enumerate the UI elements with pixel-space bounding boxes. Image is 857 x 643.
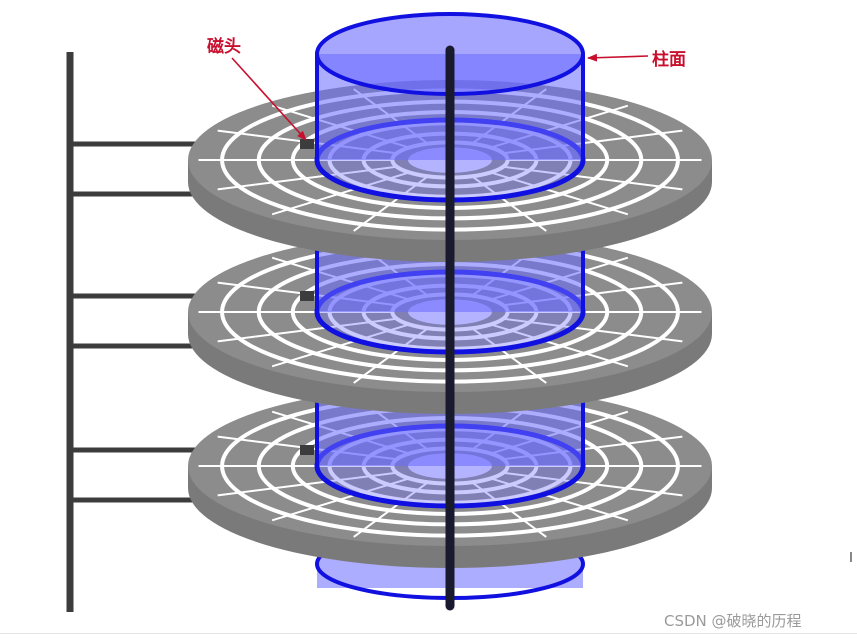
sector-line — [503, 317, 683, 343]
sector-line — [490, 323, 629, 368]
sector-line — [503, 471, 683, 497]
sector-line — [490, 477, 629, 522]
sector-line — [271, 323, 410, 368]
cylinder-label: 柱面 — [652, 50, 686, 70]
sector-line — [471, 175, 547, 232]
sector-line — [490, 171, 629, 216]
read-write-head — [300, 445, 314, 455]
read-write-head — [300, 139, 314, 149]
read-write-head — [300, 291, 314, 301]
sector-line — [353, 481, 429, 538]
sector-line — [271, 171, 410, 216]
sector-line — [353, 175, 429, 232]
sector-line — [217, 471, 397, 497]
edge-mark — [850, 552, 852, 562]
cylinder-arrow — [587, 53, 649, 62]
watermark: CSDN @破晓的历程 — [664, 612, 802, 630]
sector-line — [353, 327, 429, 384]
head-arrow — [231, 57, 307, 141]
sector-line — [471, 327, 547, 384]
divider — [0, 633, 857, 634]
sector-line — [217, 165, 397, 191]
head-label: 磁头 — [207, 37, 241, 57]
sector-line — [471, 481, 547, 538]
sector-line — [271, 477, 410, 522]
sector-line — [503, 165, 683, 191]
sector-line — [217, 317, 397, 343]
